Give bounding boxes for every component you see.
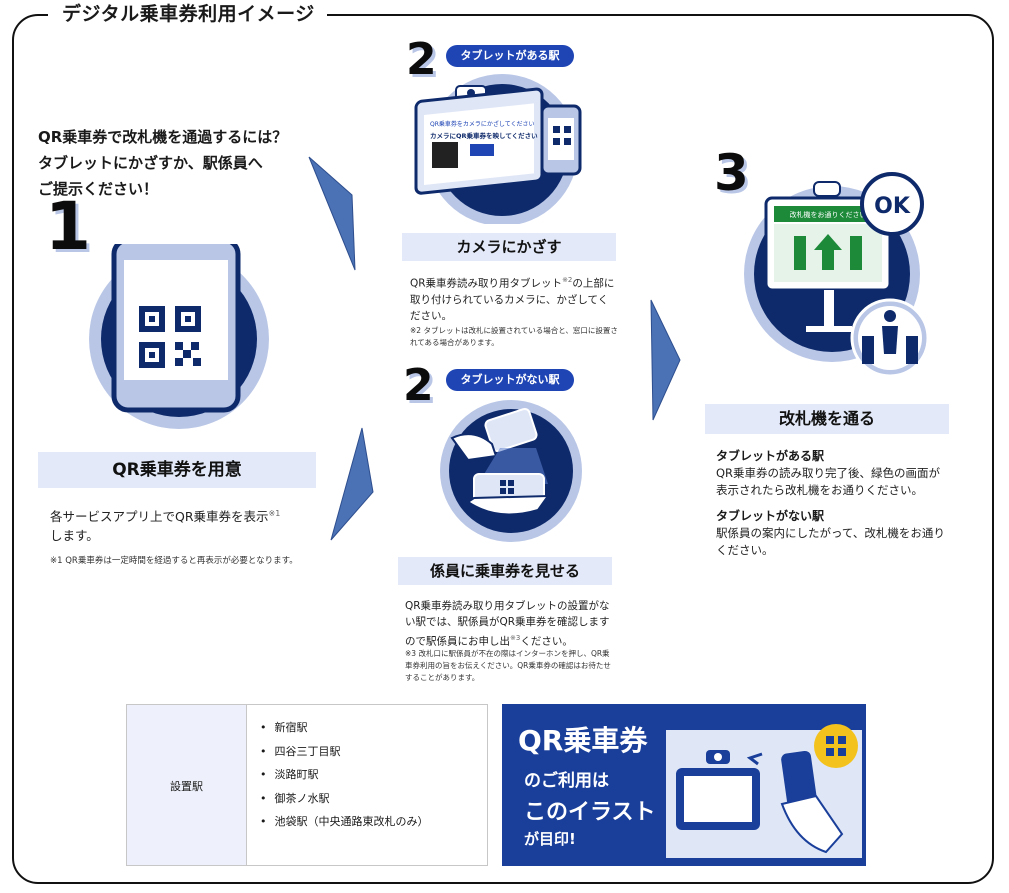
step1-number: 1 <box>45 188 91 265</box>
intro-text: QR乗車券で改札機を通過するには？ タブレットにかざすか、駅係員へ ご提示くださ… <box>38 124 338 202</box>
step2a-pill: タブレットがある駅 <box>446 45 574 67</box>
camera-tablet-illustration: QR乗車券をカメラにかざしてください カメラにQR乗車券を映してください <box>414 74 582 224</box>
step2a-number: 2 <box>406 34 437 85</box>
step3-tablet-heading: タブレットがある駅 <box>716 449 825 463</box>
step2a-text: QR乗車券読み取り用タブレット※2の上部に取り付けられているカメラに、かざしてく… <box>410 272 616 324</box>
banner-qr-badge <box>814 724 858 768</box>
screen-subtitle: カメラにQR乗車券を映してください <box>430 131 538 140</box>
ok-label: OK <box>874 194 911 219</box>
banner-line3: が目印! <box>524 830 576 848</box>
stations-header: 設置駅 <box>170 780 203 793</box>
phone-qr-illustration <box>89 244 269 429</box>
banner-title: QR乗車券 <box>518 724 648 757</box>
passenger-hand-icon <box>466 494 550 516</box>
station-item: 御茶ノ水駅 <box>260 787 429 811</box>
qr-ticket-banner: QR乗車券 のご利用は このイラスト が目印! <box>502 704 866 866</box>
person-icon <box>884 310 896 322</box>
step2a-text-end: の上部に取り付けられているカメラに、かざしてください。 <box>410 277 615 322</box>
gate-pass-illustration: 改札機をお通りください OK <box>744 172 930 378</box>
step2a-note-mark: ※2 <box>562 276 573 284</box>
station-list: 新宿駅 四谷三丁目駅 淡路町駅 御茶ノ水駅 池袋駅（中央通路東改札のみ） <box>260 716 429 834</box>
arrow-to-step2a <box>308 156 356 271</box>
step2b-text: QR乗車券読み取り用タブレットの設置がない駅では、駅係員がQR乗車券を確認します… <box>405 598 611 650</box>
ok-bubble <box>860 172 924 236</box>
station-item: 淡路町駅 <box>260 763 429 787</box>
station-item: 四谷三丁目駅 <box>260 740 429 764</box>
step2b-note-mark: ※3 <box>510 634 521 642</box>
staff-hand-icon <box>450 433 498 462</box>
step2b-text-body: QR乗車券読み取り用タブレットの設置がない駅では、駅係員がQR乗車券を確認します… <box>405 600 610 648</box>
step3-tablet-section: タブレットがある駅 QR乗車券の読み取り完了後、緑色の画面が表示されたら改札機を… <box>716 448 948 499</box>
step2a-title: カメラにかざす <box>402 233 616 261</box>
intro-line: タブレットにかざすか、駅係員へ <box>38 154 263 172</box>
step2b-text-end: ください。 <box>520 635 573 648</box>
content-frame <box>12 14 994 884</box>
step1-note-mark: ※1 <box>268 509 281 518</box>
up-arrow-icon <box>814 234 842 270</box>
step1-note: ※1 QR乗車券は一定時間を経過すると再表示が必要となります。 <box>50 556 298 566</box>
step1-text: 各サービスアプリ上でQR乗車券を表示※1 します。 <box>50 504 310 545</box>
step1-text-body: 各サービスアプリ上でQR乗車券を表示 <box>50 509 269 525</box>
step3-tablet-text: QR乗車券の読み取り完了後、緑色の画面が表示されたら改札機をお通りください。 <box>716 466 941 497</box>
step3-no-tablet-heading: タブレットがない駅 <box>716 509 825 523</box>
arrow-to-step3 <box>650 299 681 421</box>
staff-check-illustration <box>440 400 582 542</box>
step3-number: 3 <box>714 144 749 202</box>
intro-line: QR乗車券で改札機を通過するには？ <box>38 128 288 146</box>
intro-line: ご提示ください！ <box>38 180 159 198</box>
step1-text-end: します。 <box>50 528 99 544</box>
station-item: 新宿駅 <box>260 716 429 740</box>
step2b-number: 2 <box>403 360 434 411</box>
arrow-to-step2b <box>330 427 374 541</box>
step2b-title: 係員に乗車券を見せる <box>398 557 612 585</box>
step2a-text-body: QR乗車券読み取り用タブレット <box>410 277 563 290</box>
gate-screen-label: 改札機をお通りください <box>790 210 867 219</box>
qr-code-icon <box>139 306 201 368</box>
station-item: 池袋駅（中央通路東改札のみ） <box>260 810 429 834</box>
step3-no-tablet-text: 駅係員の案内にしたがって、改札機をお通りください。 <box>716 526 945 557</box>
banner-arrow-icon <box>746 752 763 766</box>
banner-illustration <box>666 724 862 858</box>
banner-line2: このイラスト <box>524 800 656 825</box>
step3-title: 改札機を通る <box>705 404 949 434</box>
screen-title: QR乗車券をカメラにかざしてください <box>430 120 535 128</box>
stations-table: 設置駅 新宿駅 四谷三丁目駅 淡路町駅 御茶ノ水駅 池袋駅（中央通路東改札のみ） <box>126 704 488 866</box>
frame-title: デジタル乗車券利用イメージ <box>48 2 327 26</box>
banner-line1: のご利用は <box>524 771 609 791</box>
step3-no-tablet-section: タブレットがない駅 駅係員の案内にしたがって、改札機をお通りください。 <box>716 508 948 559</box>
step2b-pill: タブレットがない駅 <box>446 369 574 391</box>
step2b-note: ※3 改札口に駅係員が不在の際はインターホンを押し、QR乗車券利用の旨をお伝えく… <box>405 649 611 682</box>
stations-header-cell: 設置駅 <box>127 705 247 865</box>
step1-title: QR乗車券を用意 <box>38 452 316 488</box>
step2a-note: ※2 タブレットは改札に設置されている場合と、窓口に設置されてある場合があります… <box>410 326 618 347</box>
